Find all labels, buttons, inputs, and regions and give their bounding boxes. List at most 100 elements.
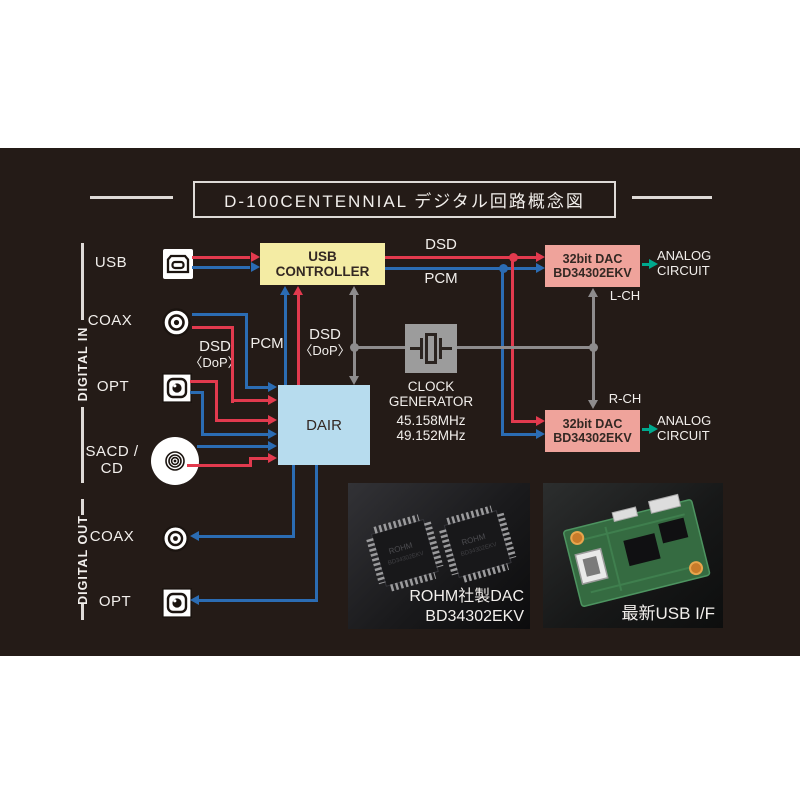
dac-right-line2: BD34302EKV	[553, 431, 632, 445]
usb-pcm-line	[192, 266, 250, 269]
sacd-blue-arrow	[268, 441, 277, 451]
opt-red-line-h1	[190, 380, 218, 383]
sacd-cd-disc-icon	[151, 437, 199, 485]
coax-output-label: COAX	[89, 528, 135, 545]
sacd-label-line2: CD	[100, 459, 124, 477]
usb-b-icon	[163, 249, 193, 279]
clock-up-arrow-dacl	[588, 288, 598, 297]
coax-red-line-h2	[231, 399, 269, 402]
dsd-dop-left-line1: DSD	[199, 338, 231, 355]
opt-blue-line-h1	[190, 391, 204, 394]
pcm-top-label: PCM	[424, 270, 458, 287]
clock-freq2: 49.152MHz	[396, 428, 466, 444]
dair-optout-line-v	[315, 465, 318, 602]
dair-dsd-up-line	[297, 294, 300, 385]
opt-out-arrow	[190, 595, 199, 605]
dac-chips-illustration: ROHM BD34302EKV ROHM BD34302EKV	[366, 505, 517, 592]
dacr-analog-arrow	[649, 424, 658, 434]
opt-red-line-h2	[215, 419, 269, 422]
opt-red-line-v	[215, 380, 218, 422]
usb-pcm-arrow	[251, 262, 260, 272]
clock-vert-line-left	[353, 294, 356, 377]
dair-dsd-up-arrow	[293, 286, 303, 295]
clock-junction-left	[350, 343, 359, 352]
clock-down-arrow-dacr	[588, 400, 598, 409]
dac-photo-caption-line2: BD34302EKV	[425, 608, 524, 625]
dsd-to-dacl-line	[385, 256, 536, 259]
lch-label: L-CH	[609, 288, 641, 303]
dair-pcm-up-line	[284, 294, 287, 385]
opt-red-arrow	[268, 415, 277, 425]
clock-up-arrow-controller	[349, 286, 359, 295]
clock-freq1: 45.158MHz	[396, 413, 466, 428]
opt-output-label: OPT	[98, 593, 132, 610]
dair-coaxout-line-h	[198, 535, 295, 538]
dair-optout-line-h	[198, 599, 318, 602]
usb-board-illustration	[563, 493, 711, 607]
dsd-to-dacl-arrow	[536, 252, 545, 262]
digital-out-dash-top	[81, 499, 84, 515]
dacl-analog-line	[642, 263, 650, 266]
usb-board-photo: 最新USB I/F	[543, 483, 723, 628]
usb-dsd-line	[192, 256, 250, 259]
dac-left-line2: BD34302EKV	[553, 266, 632, 280]
pcm-mid-label: PCM	[250, 335, 284, 352]
coax-red-arrow	[268, 395, 277, 405]
pcm-to-dacr-arrow	[536, 429, 545, 439]
clock-down-arrow-dair	[349, 376, 359, 385]
coax-out-arrow	[190, 531, 199, 541]
dsd-branch-down-line	[511, 257, 514, 423]
clock-line-to-right	[457, 346, 592, 349]
coax-red-line-h1	[192, 326, 234, 329]
dsd-dop-mid-line2: 〈DoP〉	[299, 342, 351, 358]
analog-circuit-right-line1: ANALOG	[657, 413, 712, 428]
dac-left-block: 32bit DAC BD34302EKV	[545, 245, 640, 287]
dair-pcm-up-arrow	[280, 286, 290, 295]
clock-label-line1: CLOCK	[407, 379, 455, 394]
clock-generator-block	[405, 324, 457, 373]
title-flank-line-right	[632, 196, 712, 199]
coax-red-line-v	[231, 326, 234, 403]
opt-blue-arrow	[268, 429, 277, 439]
clock-vert-line-right	[592, 296, 595, 400]
usb-controller-block: USB CONTROLLER	[260, 243, 385, 285]
dsd-dop-mid-line1: DSD	[309, 326, 341, 343]
pcm-branch-down-line	[501, 268, 504, 436]
clock-line-to-left	[355, 346, 405, 349]
dac-right-line1: 32bit DAC	[562, 417, 623, 431]
usb-input-label: USB	[94, 254, 128, 271]
dac-chips-photo: ROHM BD34302EKV ROHM BD34302EKV ROHM社製DA…	[348, 483, 530, 629]
opt-output-icon	[162, 588, 192, 618]
coax-blue-line-h1	[192, 313, 248, 316]
coax-blue-line-h2	[245, 386, 269, 389]
pcm-to-dacr-line	[501, 433, 537, 436]
diagram-title-text: D-100CENTENNIAL デジタル回路概念図	[224, 192, 585, 211]
opt-blue-line-h2	[201, 433, 269, 436]
sacd-blue-line	[197, 445, 269, 448]
usb-controller-label: USB CONTROLLER	[275, 249, 370, 279]
dsd-dop-left-line2: 〈DoP〉	[189, 354, 241, 370]
title-flank-line-left	[90, 196, 173, 199]
dac-photo-caption-line1: ROHM社製DAC	[409, 588, 524, 605]
coax-blue-line-v	[245, 313, 248, 389]
coax-input-label: COAX	[87, 312, 133, 329]
dac-right-block: 32bit DAC BD34302EKV	[545, 410, 640, 452]
opt-blue-line-v	[201, 391, 204, 436]
sacd-red-arrow	[268, 453, 277, 463]
clock-label-line2: GENERATOR	[388, 394, 474, 410]
dair-label: DAIR	[306, 416, 342, 434]
coax-blue-arrow	[268, 382, 277, 392]
digital-in-bracket-bottom	[81, 407, 84, 483]
sacd-red-line-h1	[187, 464, 252, 467]
dacl-analog-arrow	[649, 259, 658, 269]
digital-out-dash-bottom	[81, 604, 84, 620]
dacr-analog-line	[642, 428, 650, 431]
analog-circuit-right-line2: CIRCUIT	[657, 427, 710, 443]
coax-input-icon	[162, 308, 191, 337]
rch-label: R-CH	[608, 391, 642, 406]
dair-block: DAIR	[278, 385, 370, 465]
sacd-label-line1: SACD /	[85, 443, 139, 460]
dair-coaxout-line-v	[292, 465, 295, 538]
sacd-red-line-v	[249, 457, 252, 467]
